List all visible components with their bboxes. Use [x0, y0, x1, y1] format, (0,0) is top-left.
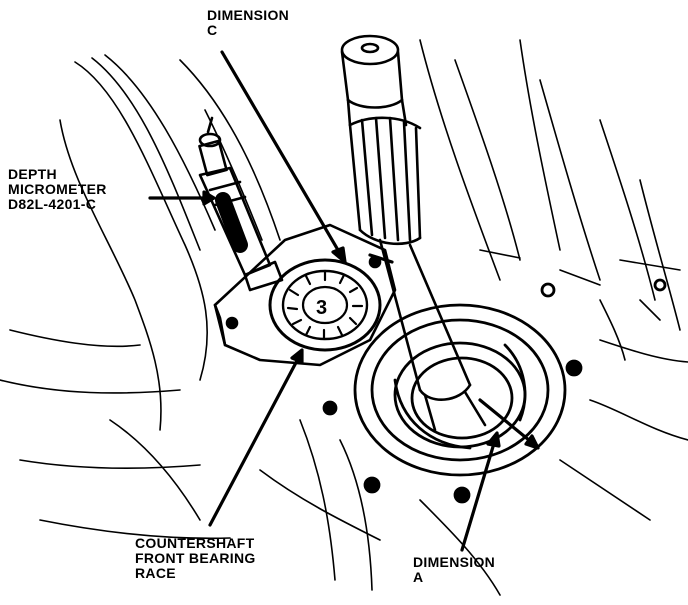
dimension-a-label: DIMENSION A: [413, 554, 496, 585]
main-bearing-bore: [322, 278, 667, 504]
dimension-c-label: DIMENSION C: [207, 7, 290, 38]
countershaft-bearing-race: 3: [268, 258, 382, 352]
input-shaft: [340, 34, 487, 432]
depth-micrometer-tool: [198, 116, 284, 292]
housing-outline: [0, 39, 688, 596]
countershaft-race-label: COUNTERSHAFT FRONT BEARING RACE: [135, 535, 256, 581]
leader-lines: [148, 50, 540, 552]
svg-text:3: 3: [316, 297, 327, 319]
depth-micrometer-label: DEPTH MICROMETER D82L-4201-C: [8, 166, 107, 212]
mounting-flange: [213, 223, 397, 367]
